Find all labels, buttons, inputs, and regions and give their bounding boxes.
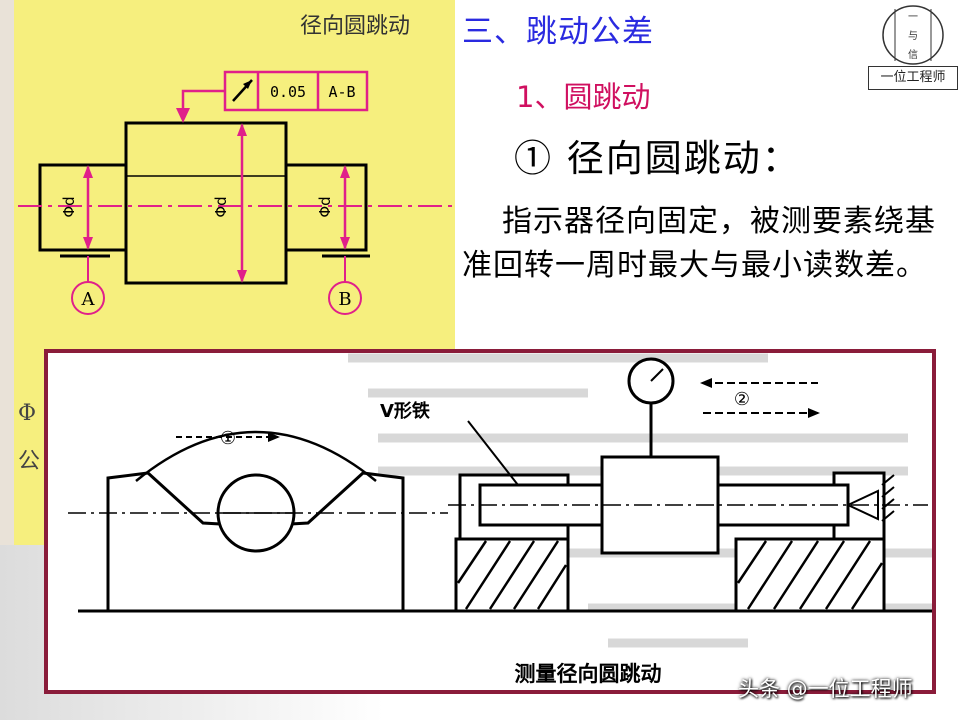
- side-glyph-gong: 公: [18, 449, 41, 474]
- shaft-drawing: Φd Φd Φd A B 0.05 A-B: [18, 70, 452, 315]
- dim-left-arrow-down: [83, 237, 93, 250]
- dim-center-arrow-up: [237, 123, 247, 136]
- side-glyph-phi: Φ: [18, 401, 37, 426]
- v-block-label: V形铁: [380, 400, 430, 422]
- dim-center-label: Φd: [212, 196, 230, 217]
- measurement-figure: ①: [44, 349, 936, 694]
- logo-seal-icon: 一 与 信: [882, 5, 944, 65]
- datum-a-letter: A: [81, 289, 96, 310]
- runout-measurement-diagram: ①: [68, 353, 932, 686]
- panel-left-edge: [0, 0, 14, 545]
- topic-heading: ① 径向圆跳动：: [514, 137, 801, 180]
- datum-b-circle: [328, 281, 362, 315]
- logo-char-low: 信: [908, 49, 918, 61]
- brand-logo: 一 与 信 一位工程师: [868, 4, 958, 90]
- dim-center-arrow-down: [237, 270, 247, 283]
- figure-caption: 测量径向圆跳动: [515, 662, 662, 686]
- watermark: 头条 @一位工程师: [738, 677, 913, 701]
- dim-right-label: Φd: [316, 196, 334, 217]
- panel-side-glyphs: Φ 公: [18, 390, 40, 486]
- logo-caption: 一位工程师: [868, 66, 958, 90]
- dim-left-arrow-up: [83, 165, 93, 178]
- right-fixture: [433, 357, 932, 613]
- fcf-leader-arrow: [176, 108, 190, 123]
- logo-char-mid: 与: [908, 30, 918, 42]
- panel-partial-title: 径向圆跳动: [300, 14, 411, 39]
- fcf-leader: [181, 89, 225, 110]
- definition-text: 指示器径向固定，被测要素绕基准回转一周时最大与最小读数差。: [462, 204, 936, 283]
- sub-title: 1、圆跳动: [516, 80, 651, 114]
- datum-b-letter: B: [338, 289, 351, 310]
- main-title: 三、跳动公差: [462, 14, 654, 50]
- dim-right-arrow-up: [340, 165, 350, 178]
- motion-label-2: ②: [734, 389, 750, 410]
- runout-arrow-icon: [243, 80, 252, 89]
- dim-left-label: Φd: [60, 196, 78, 217]
- motion-label-1: ①: [220, 428, 236, 449]
- datum-reference: A-B: [328, 83, 355, 101]
- dim-right-arrow-down: [340, 237, 350, 250]
- tolerance-value: 0.05: [270, 83, 306, 101]
- datum-a-circle: [71, 281, 105, 315]
- left-journal: [38, 163, 128, 252]
- left-v-block: [68, 430, 448, 613]
- shaft-body: [124, 121, 288, 285]
- right-journal: [284, 163, 368, 252]
- logo-char-top: 一: [908, 12, 918, 23]
